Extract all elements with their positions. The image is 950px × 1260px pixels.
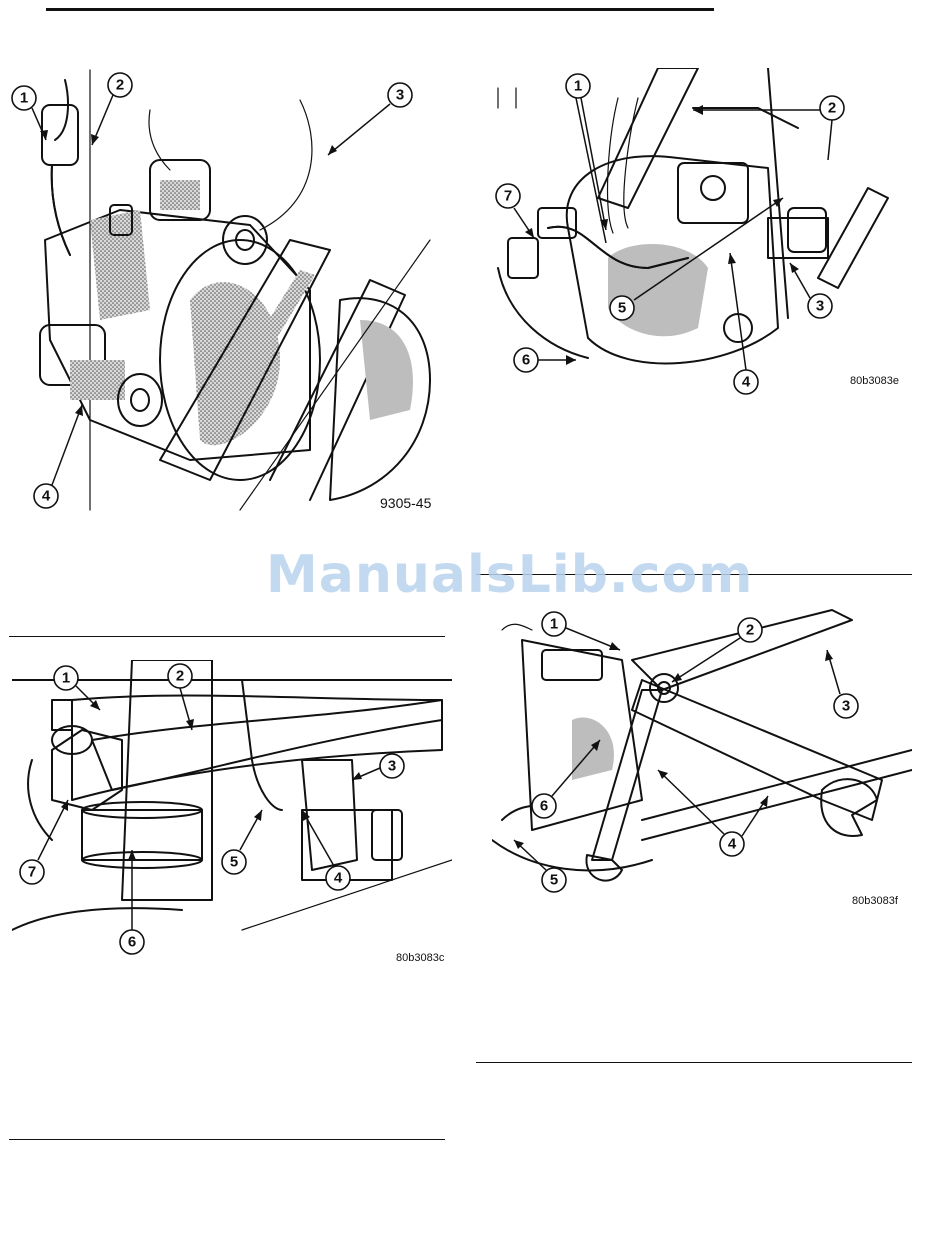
callout-2: 2 xyxy=(738,618,762,642)
figure-code: 80b3083e xyxy=(850,375,899,387)
svg-text:1: 1 xyxy=(550,616,558,633)
callout-2: 2 xyxy=(108,73,132,97)
callout-4: 4 xyxy=(34,484,58,508)
svg-text:2: 2 xyxy=(746,622,754,639)
svg-text:3: 3 xyxy=(388,758,396,775)
svg-text:3: 3 xyxy=(842,698,850,715)
svg-text:2: 2 xyxy=(116,77,124,94)
figure-tierod-wrench: 1 2 3 4 5 6 7 80b3083c xyxy=(12,660,452,960)
callout-1: 1 xyxy=(54,666,78,690)
svg-text:5: 5 xyxy=(230,854,238,871)
callout-3: 3 xyxy=(380,754,404,778)
callout-7: 7 xyxy=(20,860,44,884)
figure-code: 80b3083c xyxy=(396,952,444,964)
svg-text:4: 4 xyxy=(742,374,751,391)
callout-7: 7 xyxy=(496,184,520,208)
svg-text:5: 5 xyxy=(550,872,558,889)
callout-4: 4 xyxy=(326,866,350,890)
svg-text:3: 3 xyxy=(816,298,824,315)
svg-text:7: 7 xyxy=(504,188,512,205)
svg-text:2: 2 xyxy=(176,668,184,685)
callout-2: 2 xyxy=(168,664,192,688)
figure-knuckle-top: 1 2 3 4 5 6 7 80b3083e xyxy=(488,68,908,398)
callout-1: 1 xyxy=(542,612,566,636)
callout-6: 6 xyxy=(120,930,144,954)
svg-text:6: 6 xyxy=(522,352,530,369)
section-rule-left-2 xyxy=(9,1139,445,1140)
callout-3: 3 xyxy=(808,294,832,318)
callout-4: 4 xyxy=(734,370,758,394)
callout-1: 1 xyxy=(12,86,36,110)
svg-text:7: 7 xyxy=(28,864,36,881)
callout-6: 6 xyxy=(532,794,556,818)
svg-text:4: 4 xyxy=(42,488,51,505)
svg-text:1: 1 xyxy=(574,78,582,95)
svg-text:6: 6 xyxy=(540,798,548,815)
callout-4: 4 xyxy=(720,832,744,856)
callout-3: 3 xyxy=(388,83,412,107)
svg-text:5: 5 xyxy=(618,300,626,317)
svg-text:2: 2 xyxy=(828,100,836,117)
figure-code: 80b3083f xyxy=(852,895,898,907)
svg-text:1: 1 xyxy=(20,90,28,107)
svg-text:4: 4 xyxy=(728,836,737,853)
svg-text:1: 1 xyxy=(62,670,70,687)
svg-text:6: 6 xyxy=(128,934,136,951)
watermark: ManualsLib.com xyxy=(266,545,753,605)
callout-6: 6 xyxy=(514,348,538,372)
callout-2: 2 xyxy=(820,96,844,120)
section-rule-right-2 xyxy=(476,1062,912,1063)
callout-5: 5 xyxy=(222,850,246,874)
figure-caliper: 1 2 3 4 9305-45 xyxy=(10,60,450,530)
figure-two-wrenches: 1 2 3 4 5 6 80b3083f xyxy=(492,600,912,920)
top-rule xyxy=(46,8,714,11)
callout-1: 1 xyxy=(566,74,590,98)
figure-code: 9305-45 xyxy=(380,495,431,511)
svg-text:3: 3 xyxy=(396,87,404,104)
callout-5: 5 xyxy=(542,868,566,892)
callout-5: 5 xyxy=(610,296,634,320)
section-rule-left-1 xyxy=(9,636,445,637)
callout-3: 3 xyxy=(834,694,858,718)
svg-text:4: 4 xyxy=(334,870,343,887)
